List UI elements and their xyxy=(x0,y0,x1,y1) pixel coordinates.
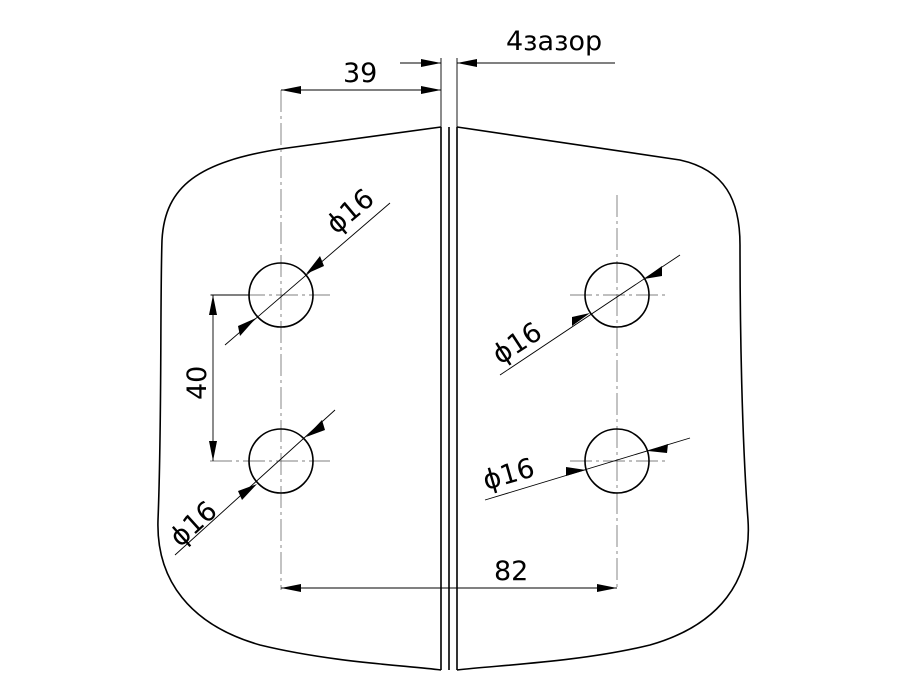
arrow-icon xyxy=(306,256,324,274)
hole-bottom-left xyxy=(248,428,314,494)
arrow-icon xyxy=(572,313,590,326)
hole-top-right xyxy=(584,262,650,328)
dim-diameter-label: ϕ16 xyxy=(164,495,224,553)
dim-82-label: 82 xyxy=(494,556,528,587)
left-plate-outline xyxy=(157,126,442,671)
right-plate-outline xyxy=(456,126,750,671)
dim-diameter-label: ϕ16 xyxy=(321,183,381,240)
dim-diameter-leader xyxy=(174,409,336,556)
arrow-icon xyxy=(238,318,256,336)
dim-39-label: 39 xyxy=(343,58,377,89)
arrow-icon xyxy=(644,266,662,279)
dim-gap-label: 4зазор xyxy=(506,26,602,57)
arrow-icon xyxy=(648,444,668,453)
arrow-icon xyxy=(306,420,325,437)
centerlines xyxy=(210,90,665,590)
arrow-icon xyxy=(566,467,586,476)
dim-diameter-label: ϕ16 xyxy=(479,453,538,497)
arrow-icon xyxy=(238,484,257,500)
dim-diameter-label: ϕ16 xyxy=(487,316,548,370)
hole-bottom-right xyxy=(584,428,650,494)
dim-40-label: 40 xyxy=(182,366,213,400)
